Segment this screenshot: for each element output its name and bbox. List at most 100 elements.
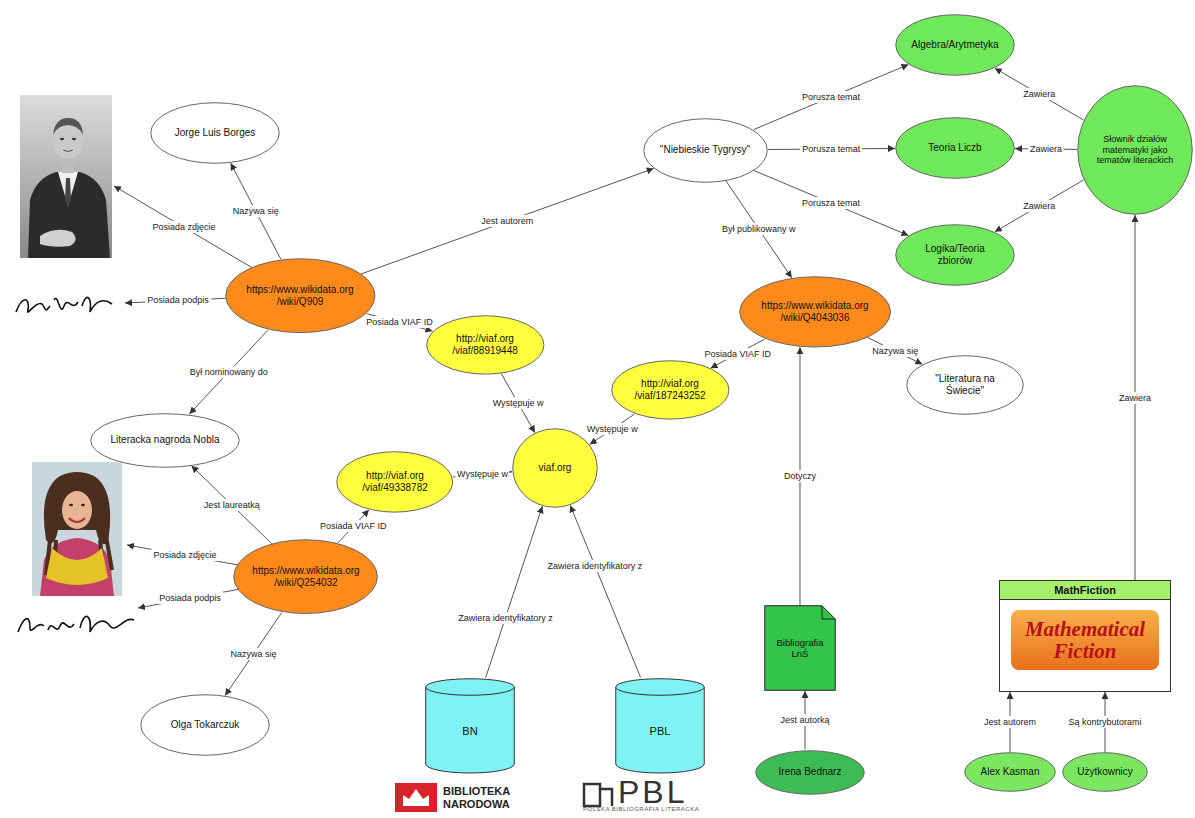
award-ellipse: Literacka nagroda Nobla: [90, 413, 240, 468]
edge-label: Zawiera: [1028, 143, 1064, 155]
edge-label: Występuje w: [585, 423, 640, 435]
document-shape: Bibliografia LnŚ: [764, 605, 836, 691]
node-text: PBL: [650, 725, 671, 738]
ellipse-outline: [740, 277, 891, 347]
cylinder-body: [616, 687, 705, 773]
person-ellipse: Irena Bednarz: [755, 750, 865, 795]
cylinder-top: [616, 678, 705, 695]
node-text: Literacka nagroda Nobla: [111, 434, 220, 446]
name-ellipse: Olga Tokarczuk: [140, 694, 270, 756]
box-header: MathFiction: [1000, 581, 1170, 600]
edge-label: Nazywa się: [228, 648, 278, 660]
cylinder-body: [426, 687, 515, 773]
edge-label: Jest laureatką: [202, 499, 262, 511]
edge-label: Posiada VIAF ID: [702, 348, 773, 360]
edge-label: Posiada podpis: [145, 294, 211, 306]
ellipse-outline: [225, 259, 374, 333]
ellipse-outline: [896, 225, 1015, 286]
shirt: [58, 172, 78, 206]
node-text: http://viaf.org /viaf/88919448: [440, 333, 530, 357]
document-fold: [822, 606, 835, 619]
node-text: https://www.wikidata.org /wiki/Q254032: [246, 565, 366, 589]
logo-text: Mathematical Fiction: [1011, 610, 1159, 670]
cylinder-top: [426, 678, 515, 695]
edge-label: Posiada VIAF ID: [364, 316, 435, 328]
ellipse-outline: [91, 413, 240, 467]
edge-label: Porusza temat: [800, 91, 862, 103]
edge-label: Dotyczy: [782, 470, 818, 482]
edge-label: Nazywa się: [870, 345, 920, 357]
node-text: https://www.wikidata.org /wiki/Q4043036: [752, 300, 877, 324]
ellipse-outline: [513, 429, 598, 508]
ellipse-outline: [1063, 753, 1148, 792]
edge-label: Nazywa się: [231, 205, 281, 217]
ellipse-outline: [896, 15, 1015, 76]
ellipse-outline: [151, 103, 280, 164]
ellipse-outline: [1078, 86, 1193, 215]
node-text: Bibliografia LnŚ: [771, 637, 829, 660]
edge-label: Zawiera: [1021, 200, 1057, 212]
eye: [60, 138, 64, 140]
edge-label: Zawiera identyfikatory z: [546, 560, 645, 572]
hair: [44, 472, 110, 544]
relation-arrow: [995, 180, 1084, 232]
edge-label: Zawiera: [1117, 392, 1153, 404]
edge-label: Występuje w: [491, 397, 546, 409]
node-text: http://viaf.org /viaf/187243252: [625, 378, 715, 402]
photo-background: [32, 462, 122, 596]
dictionary-circle: Słownik działów matematyki jako tematów …: [1077, 85, 1193, 215]
viaf-id-ellipse: http://viaf.org /viaf/49338782: [336, 451, 453, 513]
node-text: Słownik działów matematyki jako tematów …: [1091, 134, 1179, 166]
logo-subtitle: POLSKA BIBLIOGRAFIA LITERACKA: [583, 806, 699, 813]
viaf-id-ellipse: http://viaf.org /viaf/88919448: [426, 315, 545, 375]
tie: [65, 178, 71, 206]
edge-label: Był nominowany do: [188, 366, 270, 378]
edge-label: Był publikowany w: [720, 223, 798, 235]
node-text: Logika/Teoria zbiorów: [915, 243, 995, 267]
edge-label: Posiada podpis: [157, 592, 223, 604]
node-text: viaf.org: [539, 462, 572, 474]
borges-signature: [16, 297, 112, 312]
logo-text: BIBLIOTEKA NARODOWA: [443, 785, 533, 811]
logo-text: PBL: [618, 776, 687, 808]
edge-label: Jest autorem: [479, 215, 535, 227]
relation-arrow: [486, 506, 543, 677]
work-ellipse: "Niebieskie Tygrysy": [643, 118, 768, 183]
scarf: [46, 548, 108, 585]
mouth: [69, 518, 85, 522]
name-ellipse: "Literatura na Świecie": [906, 355, 1024, 415]
ellipse-outline: [611, 361, 728, 419]
ellipse-outline: [965, 753, 1056, 792]
suit: [28, 172, 110, 258]
node-text: "Niebieskie Tygrysy": [660, 144, 750, 156]
wikidata-ellipse: https://www.wikidata.org /wiki/Q4043036: [739, 276, 891, 348]
node-text: BN: [462, 725, 477, 738]
node-text: https://www.wikidata.org /wiki/Q909: [237, 284, 362, 308]
tokarczuk-photo: [32, 462, 122, 596]
topic-ellipse: Teoria Liczb: [895, 117, 1015, 179]
ellipse-outline: [141, 695, 270, 756]
connector-group: [189, 65, 1135, 752]
edge-label: Są kontrybutorami: [1066, 716, 1143, 728]
relation-arrow: [361, 169, 654, 274]
eye: [81, 504, 85, 506]
node-text: Alex Kasman: [981, 766, 1040, 778]
relation-arrow: [868, 338, 922, 364]
relation-arrow: [754, 65, 909, 130]
crown-symbol: [403, 789, 429, 806]
topic-ellipse: Algebra/Arytmetyka: [895, 14, 1015, 76]
node-text: "Literatura na Świecie": [923, 373, 1008, 397]
edge-label: Porusza temat: [800, 197, 862, 209]
ellipse-outline: [643, 118, 767, 182]
logo-square: [395, 783, 437, 812]
relation-arrow: [231, 163, 281, 259]
ellipse-outline: [337, 452, 453, 512]
node-text: Irena Bednarz: [779, 766, 842, 778]
viaf-circle: viaf.org: [512, 428, 598, 508]
edge-label: Posiada VIAF ID: [318, 520, 389, 532]
wikidata-ellipse: https://www.wikidata.org /wiki/Q909: [225, 258, 376, 333]
relation-arrow: [191, 466, 271, 544]
edge-label: Posiada zdjęcie: [150, 221, 217, 233]
leader-arrow: [127, 545, 242, 566]
mouth: [63, 150, 73, 152]
